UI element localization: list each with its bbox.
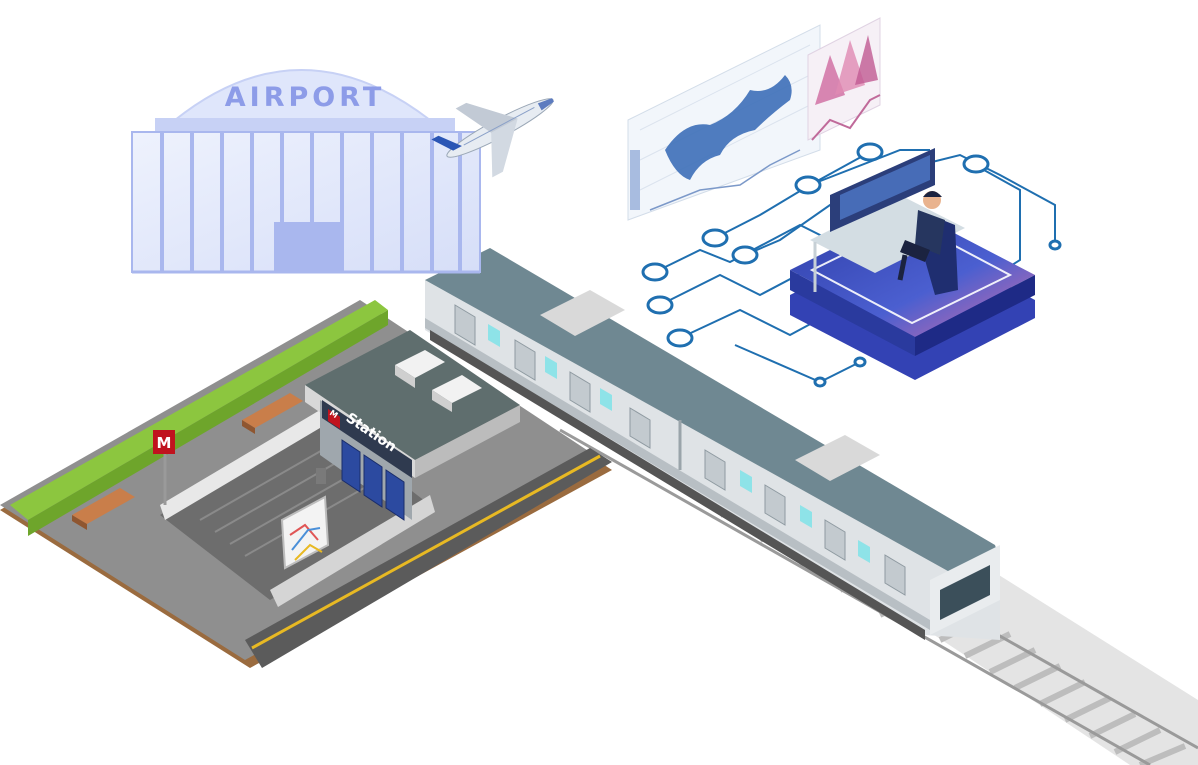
station-badge: M <box>328 408 340 420</box>
bench <box>72 488 135 530</box>
line-chart-icon <box>649 94 881 211</box>
pole-sign-label: M <box>157 434 172 452</box>
circuit-nodes <box>641 142 1062 388</box>
airport-sign: AIRPORT <box>225 82 385 113</box>
airplane-icon <box>431 98 554 178</box>
metro-pole-sign: M <box>153 430 175 505</box>
metro-station-icon: Station M <box>305 330 520 521</box>
bench <box>242 393 303 434</box>
airport-building-icon: AIRPORT <box>131 69 481 274</box>
train-icon <box>425 248 1000 640</box>
transit-map-board <box>280 495 330 570</box>
control-center-icon <box>790 148 1035 380</box>
world-map-dashboard-icon <box>627 24 821 221</box>
operator-person-icon <box>897 191 958 295</box>
